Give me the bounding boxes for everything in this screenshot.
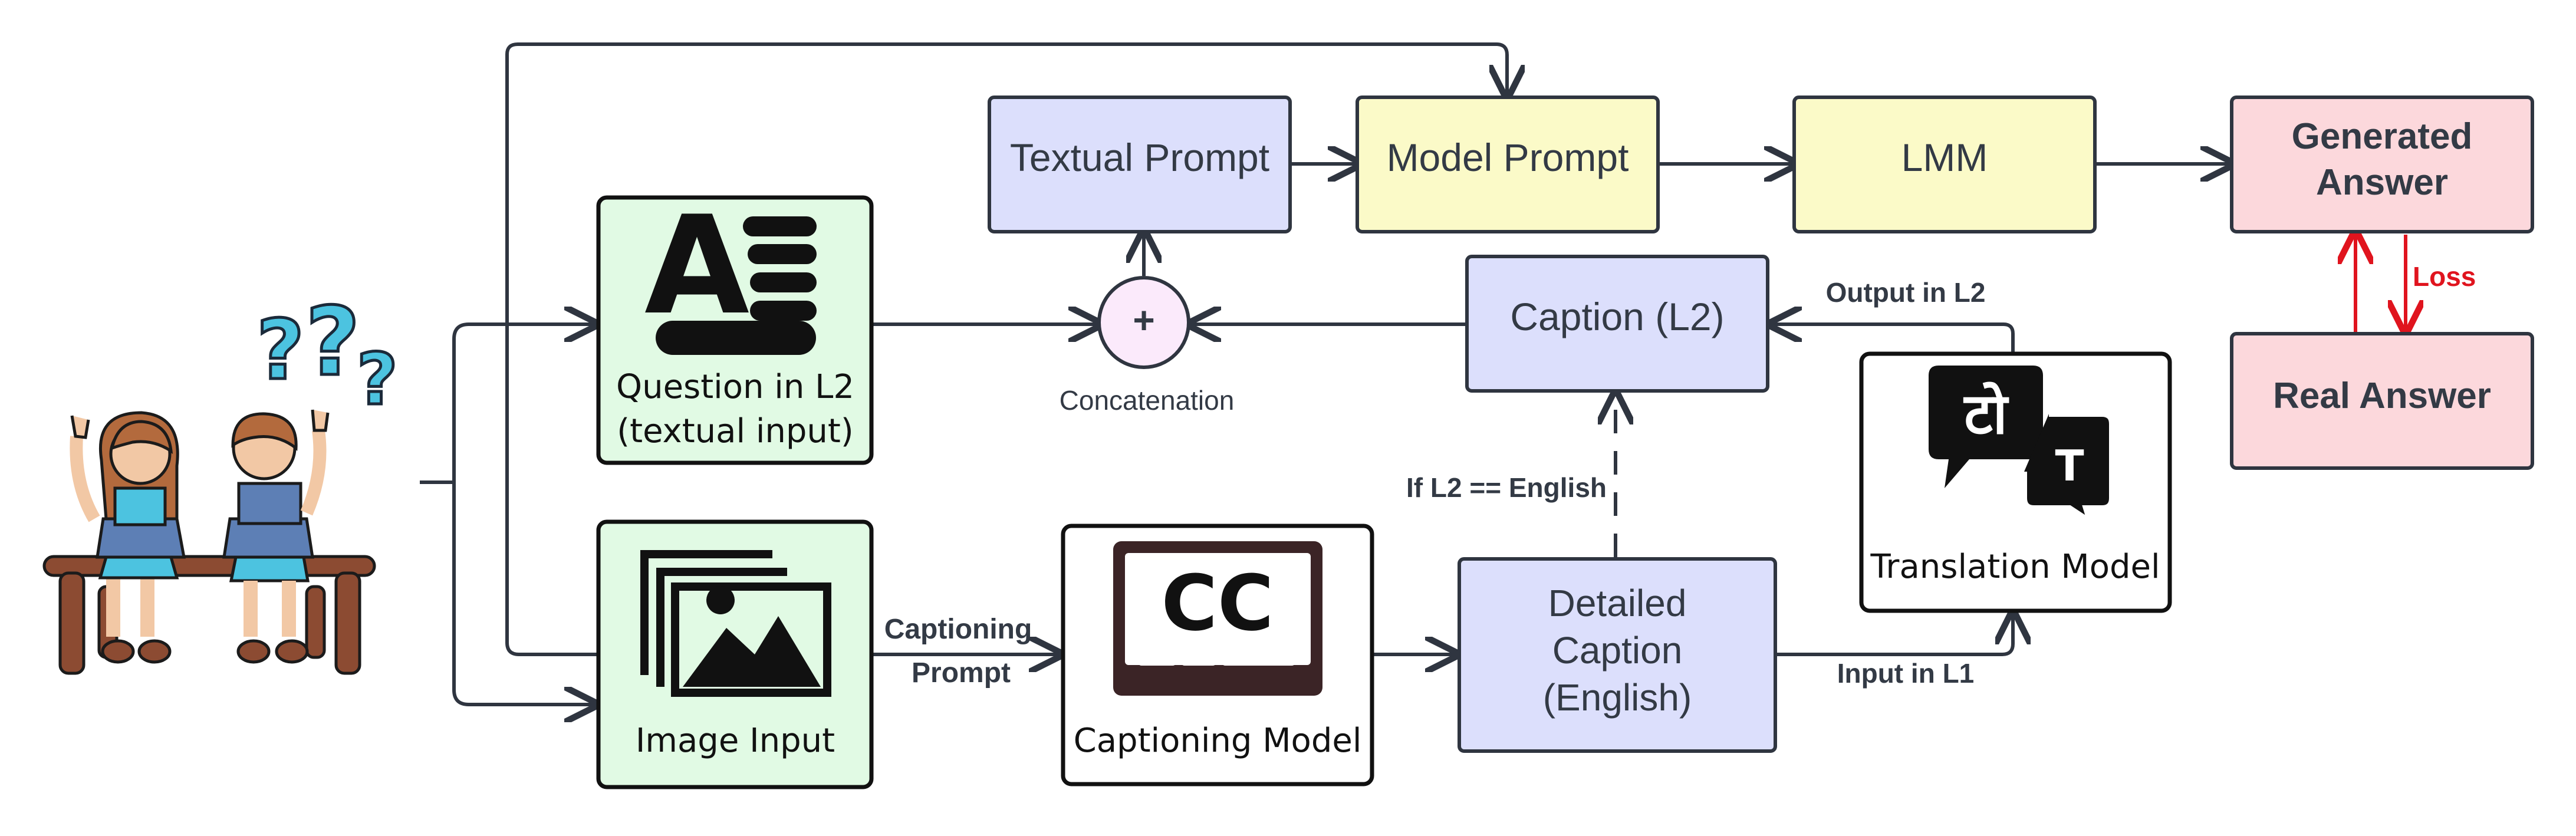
captioning-prompt-line2: Prompt	[912, 657, 1011, 689]
edge-labels: Captioning Prompt If L2 == English Outpu…	[884, 261, 2476, 689]
concat-symbol: +	[1133, 299, 1154, 341]
loss-arrows	[2355, 235, 2406, 333]
concatenation-node: + Concatenation	[1060, 276, 1235, 416]
closed-captions-icon: CC	[1113, 541, 1322, 696]
if-english-label: If L2 == English	[1406, 472, 1607, 503]
node-caption-l2: Caption (L2)	[1465, 255, 1769, 393]
translate-icon: टो T	[1929, 366, 2115, 529]
node-translation-model: टो T Translation Model	[1859, 351, 2172, 613]
girl-figure	[70, 411, 186, 664]
captioning-prompt-line1: Captioning	[884, 614, 1032, 645]
detailed-caption-line1: Detailed	[1548, 582, 1687, 624]
generated-answer-line1: Generated	[2292, 116, 2473, 157]
edge-translation-to-caption-l2	[1774, 324, 2015, 353]
question-glyph: A	[644, 187, 749, 345]
question-line2: (textual input)	[617, 412, 853, 450]
node-textual-prompt: Textual Prompt	[988, 96, 1292, 233]
model-prompt-label: Model Prompt	[1387, 136, 1629, 179]
edge-image-to-model-prompt	[505, 42, 1507, 656]
question-line1: Question in L2	[616, 368, 854, 406]
svg-text:?: ?	[357, 339, 398, 421]
detailed-caption-line2: Caption	[1552, 629, 1683, 672]
loss-label: Loss	[2413, 261, 2476, 292]
textual-prompt-label: Textual Prompt	[1010, 136, 1269, 179]
output-l2-label: Output in L2	[1826, 277, 1986, 308]
detailed-caption-line3: (English)	[1543, 676, 1692, 719]
boy-figure	[222, 409, 330, 664]
cc-glyph: CC	[1162, 558, 1274, 648]
real-answer-label: Real Answer	[2273, 376, 2491, 416]
text-list-icon: A	[644, 187, 817, 355]
students-illustration: ? ? ?	[42, 285, 400, 675]
image-input-label: Image Input	[636, 722, 835, 760]
edge-detailed-to-translation	[1776, 616, 2013, 656]
connectors	[420, 42, 2229, 705]
input-l1-label: Input in L1	[1837, 658, 1975, 689]
question-marks-icon: ? ? ?	[255, 285, 400, 423]
translate-left-glyph: टो	[1963, 381, 2009, 447]
node-captioning-model: CC Captioning Model	[1061, 524, 1374, 786]
image-gallery-icon	[640, 550, 831, 697]
generated-answer-line2: Answer	[2316, 162, 2448, 203]
node-generated-answer: Generated Answer	[2230, 96, 2534, 233]
edge-to-image	[452, 482, 593, 705]
lmm-label: LMM	[1901, 136, 1988, 179]
node-image-input: Image Input	[596, 519, 874, 789]
svg-text:?: ?	[305, 287, 360, 397]
edge-to-question	[452, 324, 593, 482]
caption-l2-label: Caption (L2)	[1510, 295, 1724, 338]
translate-right-glyph: T	[2055, 441, 2084, 491]
node-real-answer: Real Answer	[2230, 332, 2534, 470]
node-question: A Question in L2 (textual input)	[596, 187, 874, 465]
captioning-model-label: Captioning Model	[1074, 722, 1362, 760]
translation-model-label: Translation Model	[1870, 548, 2160, 586]
node-lmm: LMM	[1792, 96, 2097, 233]
svg-text:?: ?	[256, 302, 304, 399]
concat-label: Concatenation	[1060, 385, 1235, 416]
node-model-prompt: Model Prompt	[1356, 96, 1660, 233]
node-detailed-caption: Detailed Caption (English)	[1458, 557, 1777, 753]
